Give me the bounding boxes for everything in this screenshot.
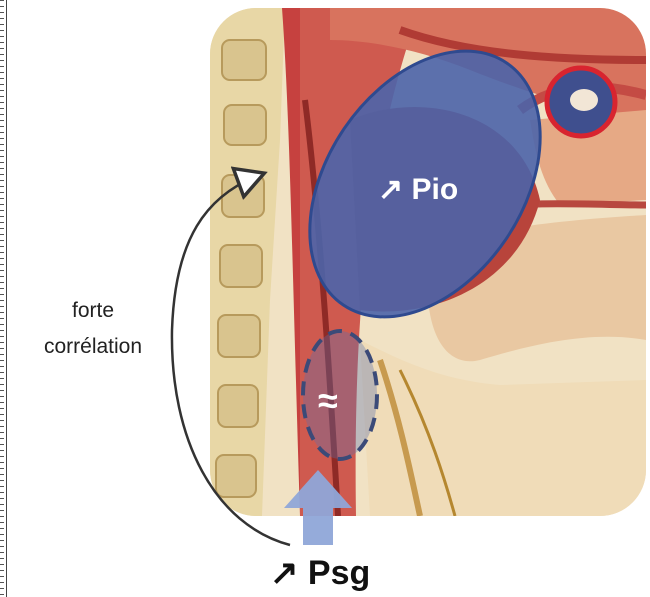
subglottal-pressure-label: ↗ Psg <box>270 553 370 593</box>
glottis-dashed-ellipse <box>303 331 377 459</box>
intraoral-pressure-label: ↗ Pio <box>378 172 458 207</box>
approx-symbol: ≈ <box>318 380 338 422</box>
correlation-label-line1: forte <box>18 298 168 324</box>
lip-marker <box>547 68 615 136</box>
correlation-label-line2: corrélation <box>18 334 168 360</box>
